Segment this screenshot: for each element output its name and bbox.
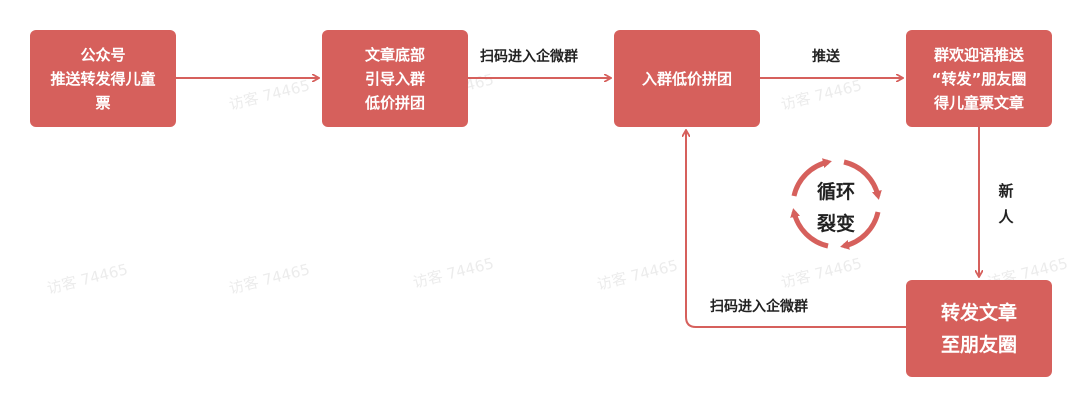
step-box-group-deal: 入群低价拼团: [614, 30, 760, 127]
step-box-label: 入群低价拼团: [641, 69, 732, 88]
cycle-label: 循环 裂变: [816, 181, 855, 235]
edge-label-new-people: 新 人: [998, 182, 1014, 226]
step-box-label: 文章底部 引导入群 低价拼团: [364, 45, 425, 112]
cycle-arrows-icon: [790, 158, 882, 250]
step-box-article-guide: 文章底部 引导入群 低价拼团: [322, 30, 468, 127]
arrow-box5-to-box3: [686, 131, 906, 328]
step-box-share-moments: 转发文章 至朋友圈: [906, 280, 1052, 377]
step-box-label: 转发文章 至朋友圈: [940, 301, 1017, 356]
edge-label-scan-join-loop: 扫码进入企微群: [710, 299, 808, 315]
edge-label-scan-join: 扫码进入企微群: [480, 49, 578, 65]
step-box-label: 群欢迎语推送 “转发”朋友圈 得儿童票文章: [931, 45, 1027, 112]
edge-label-push: 推送: [812, 49, 840, 65]
step-box-welcome-message: 群欢迎语推送 “转发”朋友圈 得儿童票文章: [906, 30, 1052, 127]
step-box-official-account-push: 公众号 推送转发得儿童 票: [30, 30, 176, 127]
step-box-label: 公众号 推送转发得儿童 票: [50, 45, 156, 112]
